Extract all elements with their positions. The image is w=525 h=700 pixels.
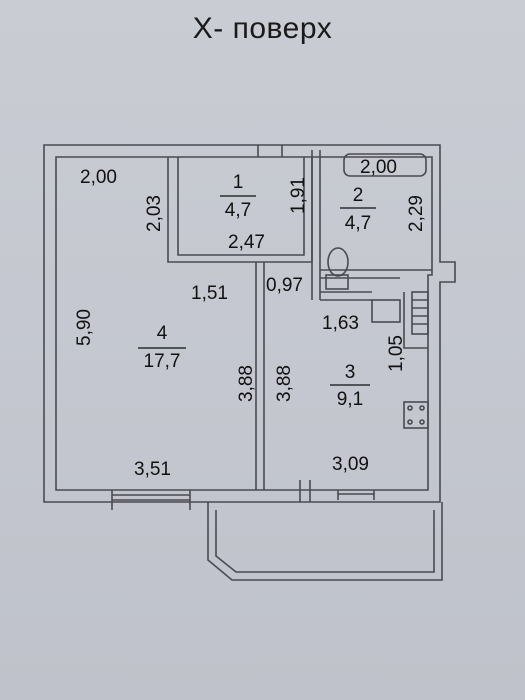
window-room-4 xyxy=(111,490,191,510)
dimension-label: 2,47 xyxy=(228,232,265,253)
radiator xyxy=(411,291,429,335)
dimension-label: 3,88 xyxy=(273,365,295,402)
outer-wall xyxy=(43,144,456,503)
room-3-number: 3 xyxy=(344,362,356,383)
floor-title: Х- поверх xyxy=(192,12,333,45)
dimension-label: 3,09 xyxy=(332,454,369,475)
balcony xyxy=(207,502,443,581)
dimension-label: 2,00 xyxy=(360,157,397,178)
toilet xyxy=(327,247,349,277)
dimension-label: 3,88 xyxy=(235,365,257,402)
bathtub xyxy=(343,153,427,177)
window-room-3 xyxy=(337,490,375,500)
room-1-area: 4,7 xyxy=(224,200,252,221)
room-2-wall xyxy=(311,150,321,300)
room-1-number: 1 xyxy=(232,172,244,193)
dimension-label: 0,97 xyxy=(266,275,303,296)
dimension-label: 5,90 xyxy=(73,309,95,346)
sink xyxy=(371,299,401,323)
room-3-area: 9,1 xyxy=(336,389,364,410)
room-4-area: 17,7 xyxy=(143,351,181,372)
dimension-label: 1,63 xyxy=(322,313,359,334)
dimension-label: 2,29 xyxy=(405,195,427,232)
room-4-number: 4 xyxy=(156,323,168,344)
outer-wall-inner xyxy=(55,156,433,491)
room-2-area: 4,7 xyxy=(344,213,372,234)
stove xyxy=(403,401,429,429)
dimension-label: 1,51 xyxy=(191,283,228,304)
dimension-label: 1,05 xyxy=(385,335,407,372)
room-2-number: 2 xyxy=(352,185,364,206)
dimension-label: 3,51 xyxy=(134,459,171,480)
dimension-label: 1,91 xyxy=(287,177,309,214)
dimension-label: 2,03 xyxy=(143,195,165,232)
dimension-label: 2,00 xyxy=(80,167,117,188)
corridor-wall xyxy=(255,262,265,490)
